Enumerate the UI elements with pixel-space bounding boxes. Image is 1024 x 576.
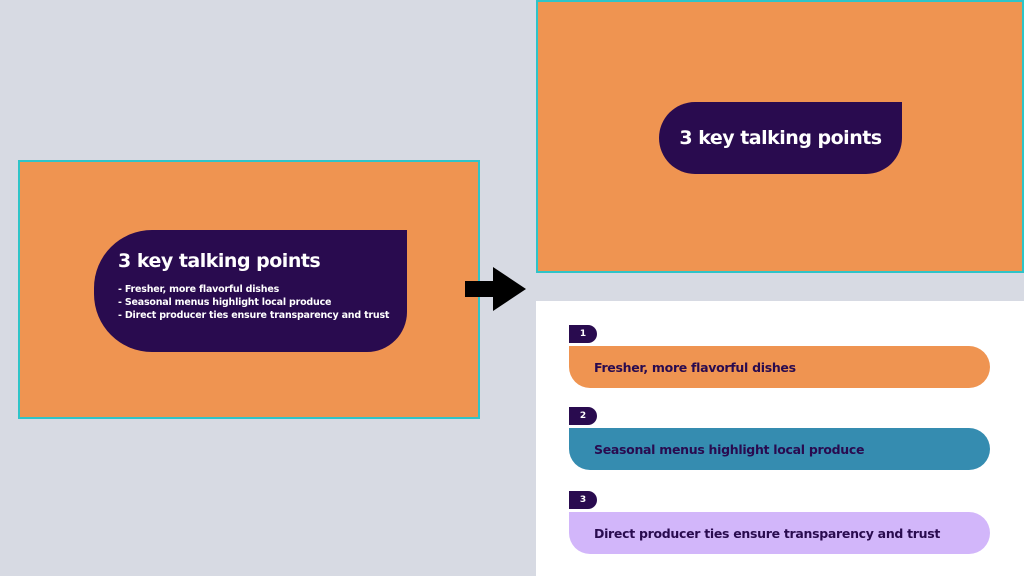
point-bar: Direct producer ties ensure transparency…	[569, 512, 990, 554]
point-bar: Seasonal menus highlight local produce	[569, 428, 990, 470]
title-pill: 3 key talking points	[659, 102, 902, 174]
arrow-right-icon	[465, 267, 526, 311]
original-slide[interactable]: 3 key talking points - Fresher, more fla…	[18, 160, 480, 419]
number-badge: 2	[569, 407, 597, 425]
talking-points-box: 3 key talking points - Fresher, more fla…	[94, 230, 407, 352]
number-badge: 3	[569, 491, 597, 509]
bullet-item: - Seasonal menus highlight local produce	[118, 297, 332, 308]
number-badge: 1	[569, 325, 597, 343]
slide-title: 3 key talking points	[118, 250, 321, 272]
redesigned-title-slide[interactable]: 3 key talking points	[536, 0, 1024, 273]
bullet-item: - Direct producer ties ensure transparen…	[118, 310, 390, 321]
bullet-item: - Fresher, more flavorful dishes	[118, 284, 280, 295]
redesigned-points-slide[interactable]: 1 Fresher, more flavorful dishes 2 Seaso…	[536, 301, 1024, 576]
point-bar: Fresher, more flavorful dishes	[569, 346, 990, 388]
